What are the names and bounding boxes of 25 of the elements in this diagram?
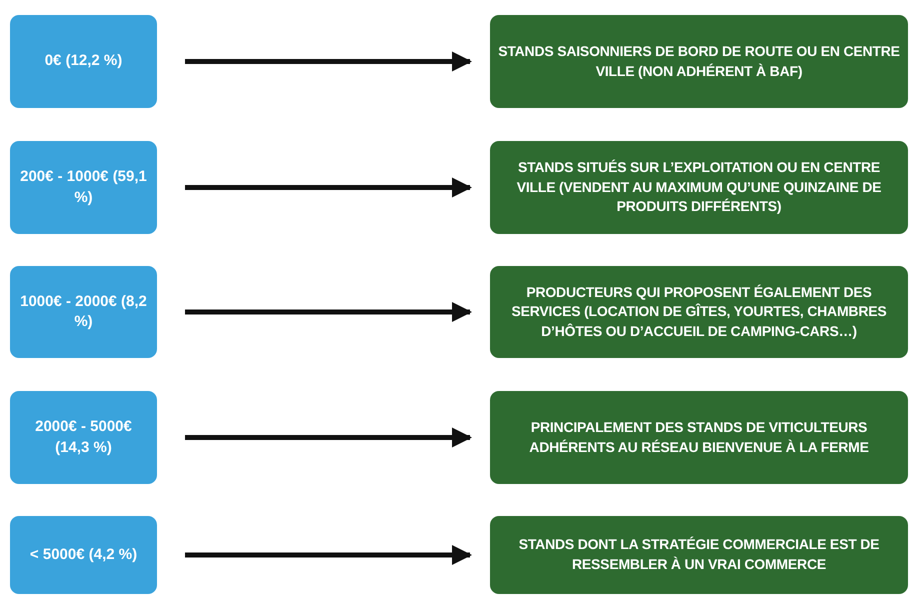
value-box [10, 266, 157, 358]
description-box [490, 141, 908, 234]
description-box [490, 516, 908, 594]
box-text: PRODUCTEURS QUI PROPOSENT ÉGALEMENT DES SERVICES (LOCATION DE GÎTES, YOURTES, CHAMBRES D’HÔTES OU D’ACCUEIL DE CAMPING-CARS…) [510, 282, 888, 341]
box-text: 0€ (12,2 %) [44, 51, 122, 72]
box-text: STANDS SITUÉS SUR L’EXPLOITATION OU EN CENTRE VILLE (VENDENT AU MAXIMUM QU’UNE QUINZAINE DE PRODUITS DIFFÉRENTS) [516, 158, 882, 216]
box-text: < 5000€ (4,2 %) [30, 544, 138, 565]
box-text: STANDS DONT LA STRATÉGIE COMMERCIALE EST DE RESSEMBLER À UN VRAI COMMERCE [518, 535, 880, 574]
arrow [185, 428, 472, 448]
box-text: PRINCIPALEMENT DES STANDS DE VITICULTEURS ADHÉRENTS AU RÉSEAU BIENVENUE À LA FERME [528, 418, 870, 456]
box-text: STANDS SAISONNIERS DE BORD DE ROUTE OU EN CENTRE VILLE (NON ADHÉRENT À BAF) [498, 42, 900, 81]
box-text: 200€ - 1000€ (59,1 %) [19, 167, 148, 208]
arrow [185, 545, 472, 565]
box-text: 1000€ - 2000€ (8,2 %) [19, 292, 148, 332]
value-box [10, 516, 157, 594]
value-box [10, 391, 157, 484]
value-box [10, 141, 157, 234]
arrow [185, 178, 472, 198]
description-box [490, 266, 908, 358]
arrow [185, 52, 472, 72]
description-box [490, 391, 908, 484]
description-box [490, 15, 908, 108]
box-text: 2000€ - 5000€ (14,3 %) [34, 417, 133, 458]
arrow [185, 302, 472, 322]
value-box [10, 15, 157, 108]
